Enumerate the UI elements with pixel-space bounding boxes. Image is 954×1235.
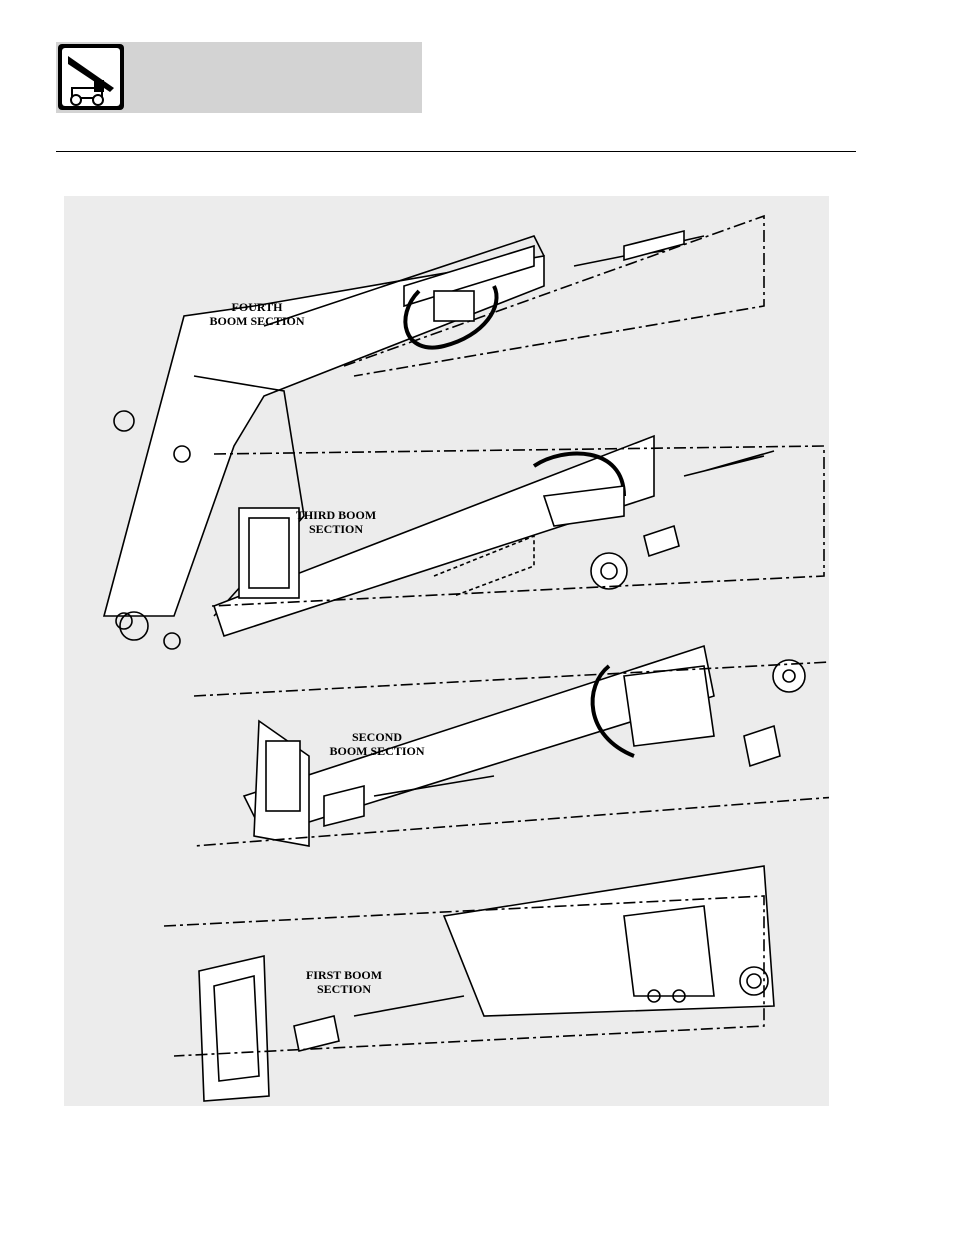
telehandler-boom-icon xyxy=(58,44,124,110)
third-boom-section xyxy=(212,436,824,636)
first-boom-section xyxy=(164,866,774,1101)
header-rule xyxy=(56,151,856,152)
second-boom-section xyxy=(194,646,829,846)
